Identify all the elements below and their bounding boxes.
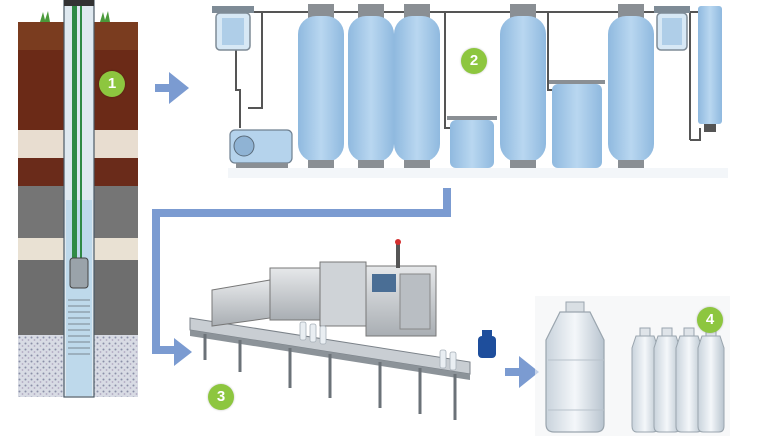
- arrow-right-icon: [155, 72, 189, 104]
- arrow-down-left-icon: [152, 188, 451, 366]
- well-water: [66, 200, 92, 396]
- small-water-bottle-icon: [697, 335, 725, 433]
- step-badge-4: 4: [697, 307, 723, 333]
- storage-tank: [552, 84, 602, 168]
- arrow-right-icon: [505, 356, 539, 388]
- filter-tank: [608, 16, 654, 162]
- step-badge-1: 1: [99, 71, 125, 97]
- bottling-machine: [189, 239, 496, 420]
- filter-tank: [298, 16, 344, 162]
- step-badge-3: 3: [208, 384, 234, 410]
- storage-tank: [450, 120, 494, 168]
- step-badge-2: 2: [461, 48, 487, 74]
- filter-tank: [348, 16, 394, 162]
- bottle-cap: [565, 301, 585, 313]
- filter-cap: [212, 6, 254, 13]
- signal-light-icon: [395, 239, 401, 245]
- filter-tank: [394, 16, 440, 162]
- large-water-bottle-icon: [545, 311, 605, 433]
- pump-pipe: [72, 0, 77, 270]
- well-cross-section: [18, 0, 138, 398]
- submersible-pump-icon: [69, 257, 89, 289]
- filtration-system-units: [212, 4, 728, 178]
- uv-sterilizer-icon: [698, 6, 722, 124]
- grass-icon: [40, 11, 50, 22]
- grass-icon: [100, 11, 110, 22]
- filter-tank: [500, 16, 546, 162]
- motor-icon: [478, 336, 496, 358]
- control-panel-screen: [372, 274, 396, 292]
